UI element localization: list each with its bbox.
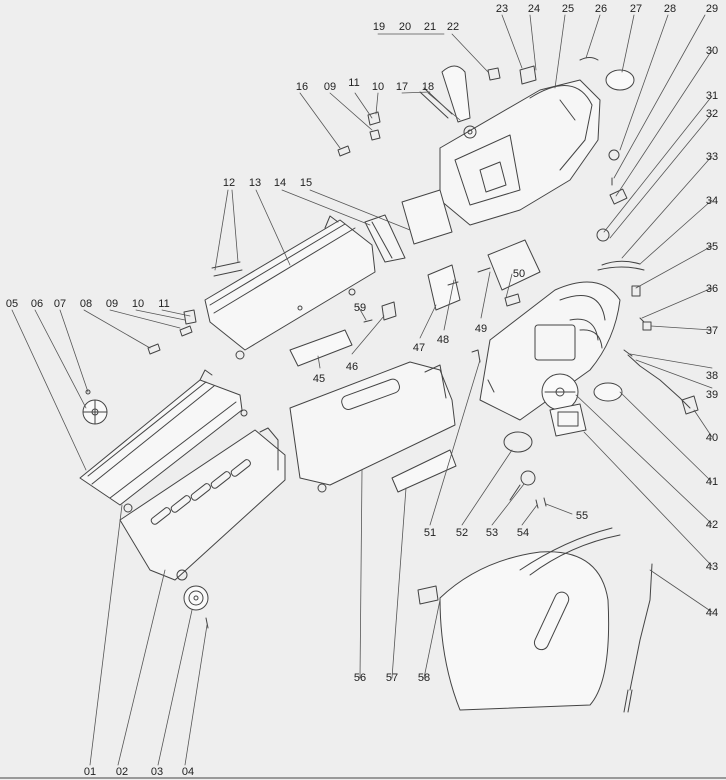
label-part-31: 31: [705, 90, 719, 102]
fan-disk-parts: [503, 373, 579, 509]
label-part-43: 43: [705, 561, 719, 573]
label-part-50: 50: [512, 268, 526, 280]
label-part-23: 23: [495, 3, 509, 15]
clip-parts: [363, 301, 495, 393]
collection-bag-part: [417, 527, 621, 711]
label-part-45: 45: [312, 373, 326, 385]
label-part-05: 05: [5, 298, 19, 310]
label-part-15: 15: [299, 177, 313, 189]
middle-tube-part: [289, 361, 456, 493]
label-part-54: 54: [516, 527, 530, 539]
label-part-28: 28: [663, 3, 677, 15]
label-part-11-upper: 11: [348, 77, 360, 89]
label-part-51: 51: [423, 527, 437, 539]
power-cord-parts: [623, 354, 699, 713]
label-part-06: 06: [30, 298, 44, 310]
leader-lines: [11, 14, 713, 766]
label-part-10-lower: 10: [131, 298, 145, 310]
label-part-21: 21: [423, 21, 437, 33]
label-part-58: 58: [417, 672, 431, 684]
main-housing-part: [439, 79, 601, 226]
label-part-16: 16: [295, 81, 309, 93]
label-part-14: 14: [273, 177, 287, 189]
label-part-03: 03: [150, 766, 164, 778]
label-part-41: 41: [705, 476, 719, 488]
label-part-59: 59: [353, 302, 367, 314]
label-part-38: 38: [705, 370, 719, 382]
label-part-40: 40: [705, 432, 719, 444]
label-part-42: 42: [705, 519, 719, 531]
label-part-24: 24: [527, 3, 541, 15]
handle-part: [419, 65, 471, 123]
label-part-47: 47: [412, 342, 426, 354]
side-housing-part: [479, 281, 623, 421]
label-part-37: 37: [705, 325, 719, 337]
right-small-parts: [623, 285, 652, 357]
spring-parts: [211, 261, 243, 277]
label-part-10-upper: 10: [371, 81, 385, 93]
upper-tube-part: [204, 215, 376, 360]
label-part-02: 02: [115, 766, 129, 778]
label-part-08: 08: [79, 298, 93, 310]
label-part-46: 46: [345, 361, 359, 373]
label-part-12: 12: [222, 177, 236, 189]
top-right-small-parts: [487, 57, 645, 271]
impeller-part: [183, 585, 209, 629]
label-part-27: 27: [629, 3, 643, 15]
label-part-49: 49: [474, 323, 488, 335]
label-part-25: 25: [561, 3, 575, 15]
label-part-55: 55: [575, 510, 589, 522]
label-part-52: 52: [455, 527, 469, 539]
lower-tube-part: [79, 369, 248, 513]
label-part-57: 57: [385, 672, 399, 684]
label-part-26: 26: [594, 3, 608, 15]
label-part-30: 30: [705, 45, 719, 57]
slot-cover-parts: [289, 329, 457, 493]
switch-part: [549, 403, 587, 437]
label-part-07: 07: [53, 298, 67, 310]
label-part-34: 34: [705, 195, 719, 207]
label-part-20: 20: [398, 21, 412, 33]
label-part-17: 17: [395, 81, 409, 93]
label-part-29: 29: [705, 3, 719, 15]
label-part-56: 56: [353, 672, 367, 684]
motor-part: [427, 239, 541, 311]
label-part-39: 39: [705, 389, 719, 401]
label-part-36: 36: [705, 283, 719, 295]
label-part-22: 22: [446, 21, 460, 33]
label-part-09-lower: 09: [105, 298, 119, 310]
label-part-33: 33: [705, 151, 719, 163]
label-part-19: 19: [372, 21, 386, 33]
label-part-13: 13: [248, 177, 262, 189]
label-part-48: 48: [436, 334, 450, 346]
label-part-04: 04: [181, 766, 195, 778]
fan-wheel-part: [82, 389, 108, 425]
label-part-32: 32: [705, 108, 719, 120]
label-part-09-upper: 09: [323, 81, 337, 93]
label-part-53: 53: [485, 527, 499, 539]
label-part-01: 01: [83, 766, 97, 778]
label-part-35: 35: [705, 241, 719, 253]
label-part-11-lower: 11: [158, 298, 170, 310]
vented-shell-part: [119, 427, 286, 581]
label-part-18: 18: [421, 81, 435, 93]
label-part-44: 44: [705, 607, 719, 619]
